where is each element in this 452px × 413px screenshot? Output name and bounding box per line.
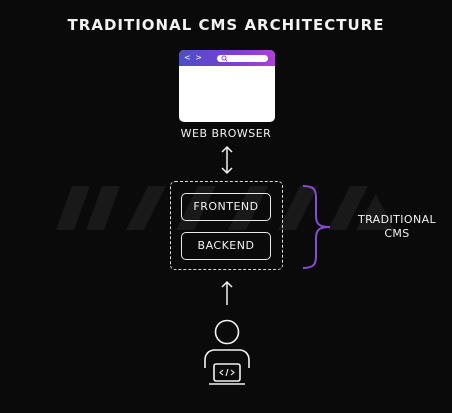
browser-address-bar: [217, 55, 268, 62]
web-browser-window: < >: [179, 50, 275, 122]
diagram-title: TRADITIONAL CMS ARCHITECTURE: [67, 16, 385, 34]
frontend-node: FRONTEND: [181, 193, 271, 221]
bidirectional-arrow-icon: [221, 145, 233, 175]
cms-group-box: [170, 181, 283, 270]
search-icon: [221, 55, 228, 62]
watermark-logo: [56, 186, 394, 230]
traditional-cms-label: TRADITIONAL CMS: [345, 213, 449, 241]
up-arrow-icon: [221, 280, 233, 305]
browser-toolbar: < >: [179, 50, 275, 66]
backend-node: BACKEND: [181, 232, 271, 260]
traditional-cms-label-line2: CMS: [384, 227, 410, 240]
browser-nav-arrows-icon: < >: [184, 53, 203, 62]
curly-brace-icon: [302, 185, 331, 269]
web-browser-label: WEB BROWSER: [180, 127, 272, 140]
user-with-laptop-icon: [204, 319, 250, 385]
traditional-cms-label-line1: TRADITIONAL: [357, 213, 437, 226]
code-brackets-icon: [219, 368, 235, 377]
